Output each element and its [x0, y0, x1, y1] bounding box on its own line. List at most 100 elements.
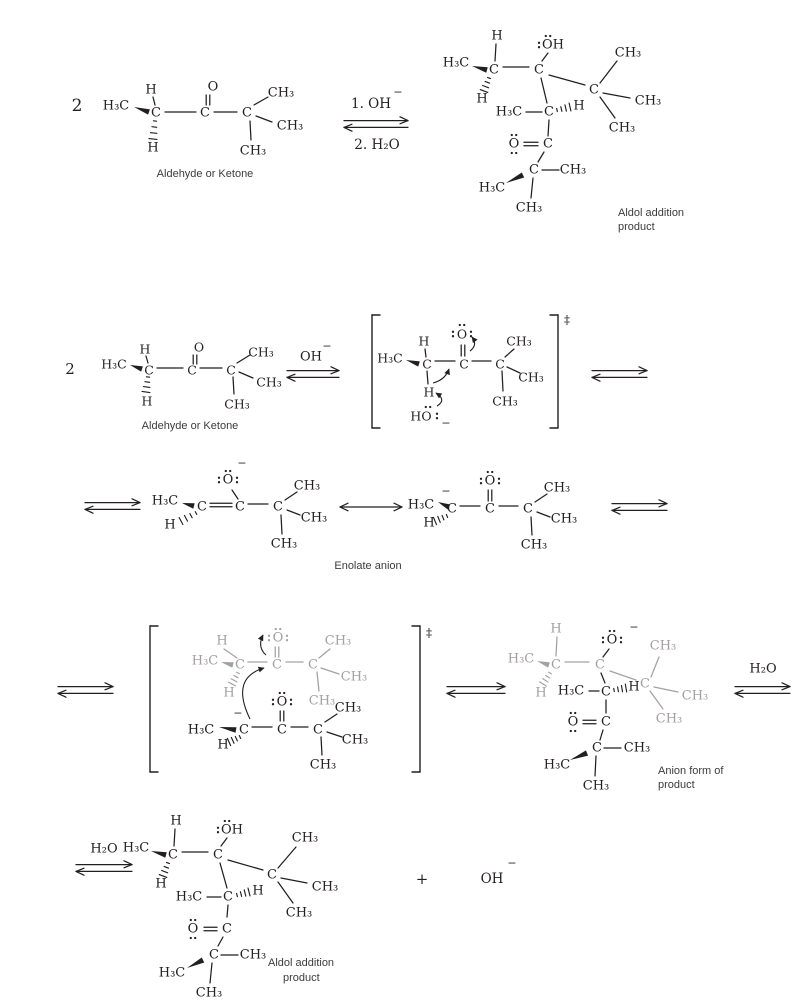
lone-pair-dot [451, 335, 455, 338]
hash-bond-tick [189, 512, 193, 519]
wedge-bond [182, 503, 195, 509]
lone-pair-dot [479, 477, 483, 480]
atom-label: C [272, 658, 282, 673]
atom-label: C [200, 106, 210, 121]
lone-pair-dot [429, 405, 432, 409]
lone-pair-dot [491, 470, 494, 474]
bond-line [541, 52, 549, 62]
lone-pair-dot [217, 476, 221, 479]
hash-bond-tick [617, 686, 619, 693]
atom-label: C [595, 658, 605, 673]
atom-label: − [322, 340, 331, 353]
bond-line [320, 736, 323, 756]
lone-pair-dot [569, 711, 572, 715]
atom-label: H [424, 385, 435, 400]
atom-label: + [416, 870, 429, 888]
equilibrium-arrow-head [638, 366, 648, 372]
atom-label: H [491, 29, 502, 44]
atom-label: − [441, 485, 450, 498]
atom-label: O [194, 340, 204, 355]
bond-line [547, 119, 550, 137]
bond-line [555, 636, 558, 657]
atom-label: CH₃ [682, 689, 709, 704]
row1-coefficient: 2 [72, 96, 83, 116]
equilibrium-arrow-head [611, 506, 621, 511]
bond-line [226, 904, 229, 918]
bond-line [220, 837, 228, 847]
atom-label: C [222, 922, 232, 937]
hash-bond-tick [163, 865, 170, 869]
atom-label: CH₃ [516, 201, 543, 216]
bond-line [602, 648, 610, 658]
bond-line [284, 491, 298, 501]
atom-label: O [277, 695, 288, 710]
atom-label: C [308, 658, 318, 673]
row3-eq-right [611, 499, 668, 515]
atom-label: H₃C [377, 351, 402, 366]
curved-electron-arrow [242, 666, 265, 720]
wedge-bond [406, 360, 420, 367]
row2-coefficient: 2 [65, 360, 75, 378]
equilibrium-arrow-head [658, 503, 668, 508]
caption-text: product [283, 972, 320, 984]
wedge-bond [537, 661, 550, 668]
bond-line [504, 348, 515, 358]
atom-label: C [544, 105, 554, 120]
atom-label: C [534, 63, 544, 78]
atom-label: CH₃ [656, 712, 683, 727]
bond-line [217, 936, 224, 947]
lone-pair-dot [424, 405, 427, 409]
lone-pair-dot [271, 703, 275, 706]
lone-pair-dot [189, 936, 192, 940]
atom-label: CH₃ [342, 733, 369, 748]
atom-label: C [447, 502, 457, 517]
lone-pair-dot [574, 729, 577, 733]
hash-bond-tick [613, 687, 615, 693]
atom-label: O [223, 473, 234, 488]
bond-line [277, 881, 294, 904]
wedge-bond [151, 851, 167, 858]
bond-line [232, 376, 235, 395]
lone-pair-dot [235, 481, 239, 484]
hash-bond-tick [432, 516, 438, 526]
bond-line [530, 177, 534, 199]
equilibrium-arrow-head [286, 376, 296, 382]
atom-label: C [213, 848, 223, 863]
lone-pair-dot [223, 819, 226, 823]
lone-pair-dot [469, 330, 473, 333]
curved-electron-arrow [432, 368, 450, 384]
atom-label: H [573, 99, 584, 114]
atom-label: H [170, 814, 181, 829]
atom-label: H₃C [192, 654, 219, 669]
atom-label: C [601, 715, 611, 730]
atom-label: − [441, 417, 450, 430]
equilibrium-arrow-head [57, 689, 67, 695]
equilibrium-arrow-head [84, 505, 94, 510]
hash-bond-tick [560, 106, 563, 112]
atom-label: C [267, 868, 277, 883]
hash-bond-tick [243, 889, 247, 897]
lone-pair-dot [235, 476, 239, 479]
bond-line [653, 686, 679, 693]
atom-label: H₂O [749, 662, 776, 677]
atom-label: CH₃ [583, 779, 610, 794]
hash-bond-tick [144, 381, 151, 383]
equilibrium-arrow-head [399, 116, 409, 122]
atom-label: CH₃ [271, 537, 298, 552]
atom-label: O [208, 80, 219, 95]
lone-pair-dot [486, 470, 489, 474]
atom-label: C [277, 723, 287, 738]
bond-line [173, 828, 176, 847]
atom-label: C [209, 948, 219, 963]
lone-pair-dot [216, 831, 220, 834]
atom-label: H₃C [101, 357, 126, 372]
atom-label: C [601, 685, 611, 700]
atom-label: OH [542, 38, 564, 53]
hash-bond-tick [624, 683, 628, 693]
atom-label: H₂O [90, 842, 117, 857]
hash-bond-tick [545, 674, 551, 679]
